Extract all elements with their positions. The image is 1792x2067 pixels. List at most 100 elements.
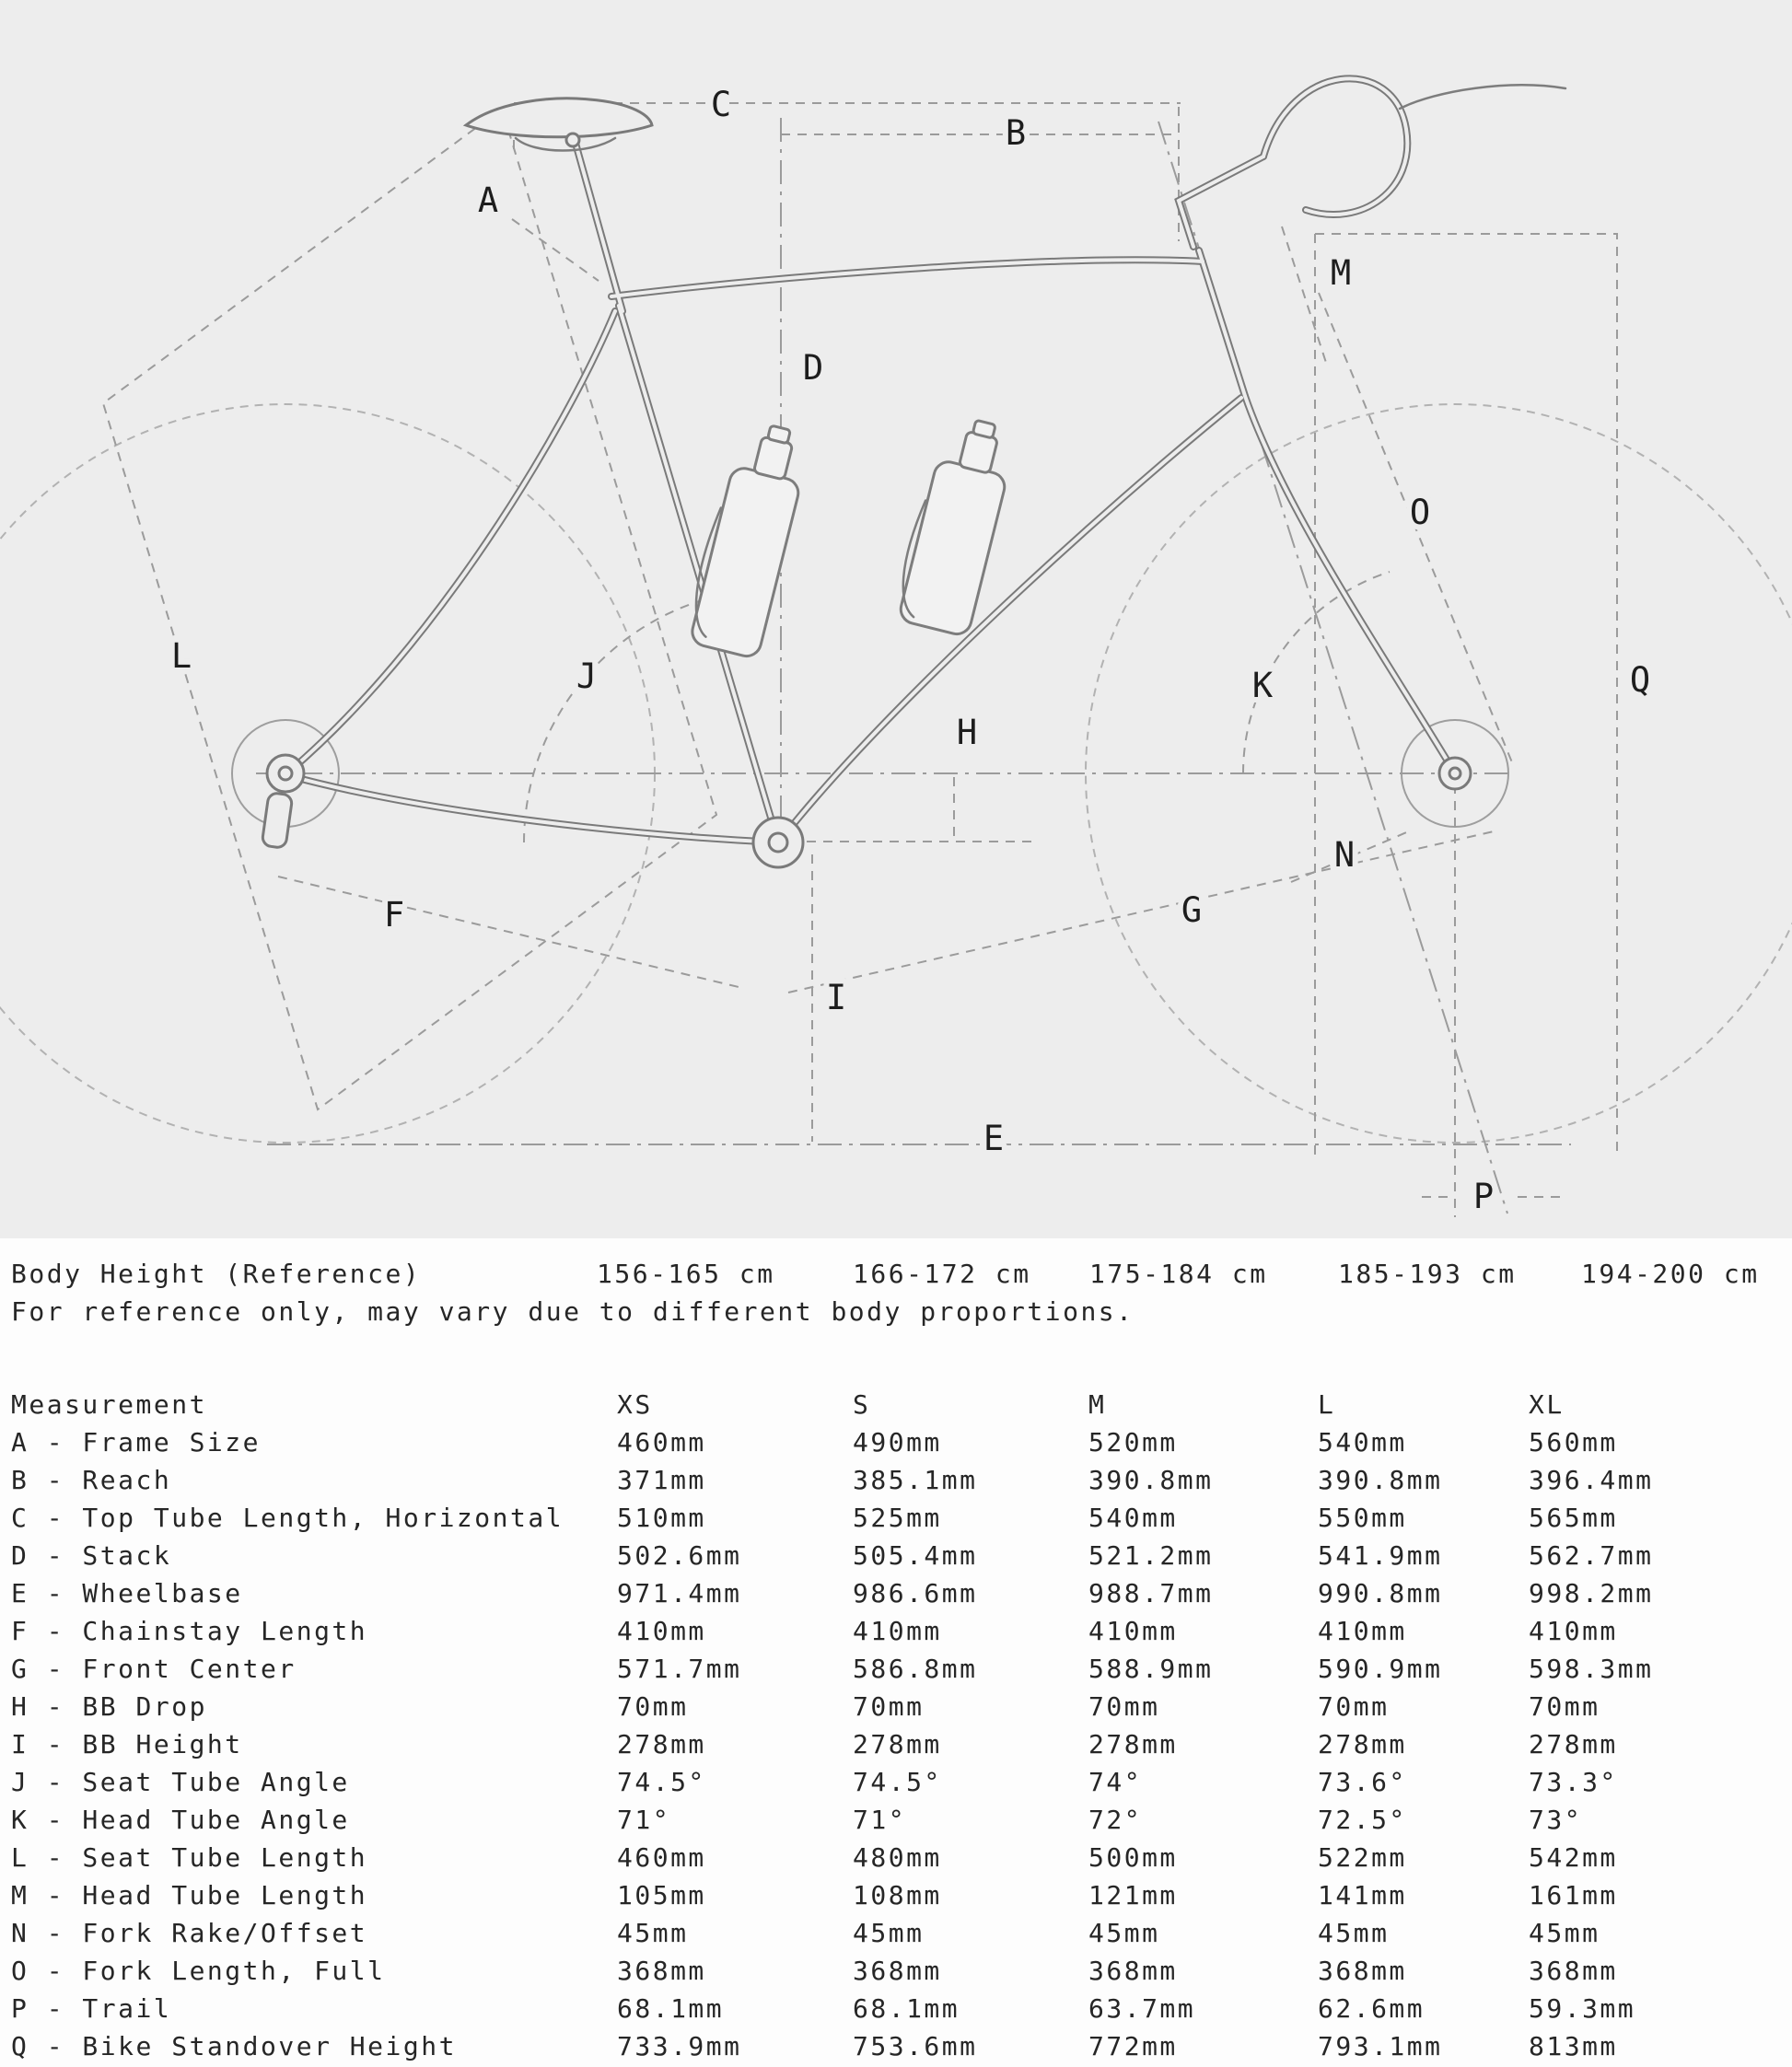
- measurement-value-xs: 105mm: [617, 1880, 706, 1910]
- body-height-label: Body Height (Reference): [11, 1259, 422, 1289]
- dim-label-i: I: [826, 978, 846, 1017]
- measurement-value-s: 410mm: [853, 1616, 942, 1646]
- measurement-value-l: 541.9mm: [1318, 1540, 1443, 1571]
- bike-frame: [287, 78, 1455, 842]
- front-dropout: [1437, 756, 1472, 791]
- table-row: C - Top Tube Length, Horizontal 510mm 52…: [11, 1499, 1781, 1537]
- measurement-value-l: 550mm: [1318, 1503, 1407, 1533]
- body-height-value-xl: 194-200 cm: [1581, 1259, 1760, 1289]
- measurement-label: O - Fork Length, Full: [11, 1956, 386, 1986]
- measurement-label: J - Seat Tube Angle: [11, 1767, 350, 1797]
- measurement-value-m: 988.7mm: [1088, 1578, 1214, 1608]
- measurement-value-xs: 368mm: [617, 1956, 706, 1986]
- measurement-value-s: 505.4mm: [853, 1540, 978, 1571]
- measurement-value-m: 521.2mm: [1088, 1540, 1214, 1571]
- column-header-l: L: [1318, 1389, 1336, 1420]
- measurement-value-l: 522mm: [1318, 1842, 1407, 1873]
- measurement-value-m: 63.7mm: [1088, 1993, 1196, 2024]
- table-row: F - Chainstay Length 410mm 410mm 410mm 4…: [11, 1612, 1781, 1650]
- measurement-label: G - Front Center: [11, 1654, 297, 1684]
- dim-label-p: P: [1473, 1177, 1494, 1216]
- measurement-value-xs: 460mm: [617, 1427, 706, 1457]
- dim-label-q: Q: [1630, 660, 1650, 700]
- measurement-value-s: 108mm: [853, 1880, 942, 1910]
- rear-dropout: [261, 753, 306, 849]
- measurement-label: D - Stack: [11, 1540, 172, 1571]
- measurement-value-xl: 161mm: [1529, 1880, 1618, 1910]
- measurement-value-xs: 460mm: [617, 1842, 706, 1873]
- bike-geometry-diagram: A B C D E F G H I J K L M N O P Q: [0, 0, 1792, 1238]
- measurement-value-xl: 560mm: [1529, 1427, 1618, 1457]
- measurement-value-m: 72°: [1088, 1805, 1143, 1835]
- measurement-value-m: 410mm: [1088, 1616, 1178, 1646]
- measurement-value-s: 480mm: [853, 1842, 942, 1873]
- dim-label-e: E: [983, 1119, 1004, 1158]
- measurement-value-s: 368mm: [853, 1956, 942, 1986]
- body-height-value-xs: 156-165 cm: [597, 1259, 775, 1289]
- measurement-value-s: 586.8mm: [853, 1654, 978, 1684]
- brake-cable: [1398, 84, 1567, 110]
- measurement-value-xs: 278mm: [617, 1729, 706, 1759]
- measurement-value-xl: 73°: [1529, 1805, 1583, 1835]
- measurement-value-m: 121mm: [1088, 1880, 1178, 1910]
- measurement-value-s: 385.1mm: [853, 1465, 978, 1495]
- measurement-value-xs: 410mm: [617, 1616, 706, 1646]
- table-row: H - BB Drop 70mm 70mm 70mm 70mm 70mm: [11, 1688, 1781, 1725]
- column-header-m: M: [1088, 1389, 1107, 1420]
- measurement-value-xl: 562.7mm: [1529, 1540, 1654, 1571]
- geometry-table-header: Measurement XS S M L XL: [11, 1386, 1781, 1423]
- measurement-label: B - Reach: [11, 1465, 172, 1495]
- measurement-value-xs: 571.7mm: [617, 1654, 742, 1684]
- measurement-value-m: 500mm: [1088, 1842, 1178, 1873]
- measurement-value-xl: 542mm: [1529, 1842, 1618, 1873]
- measurement-value-xl: 410mm: [1529, 1616, 1618, 1646]
- measurement-value-xs: 70mm: [617, 1691, 689, 1722]
- table-row: J - Seat Tube Angle 74.5° 74.5° 74° 73.6…: [11, 1763, 1781, 1801]
- measurement-value-l: 141mm: [1318, 1880, 1407, 1910]
- table-row: O - Fork Length, Full 368mm 368mm 368mm …: [11, 1952, 1781, 1990]
- measurement-label: N - Fork Rake/Offset: [11, 1918, 368, 1948]
- measurement-label: L - Seat Tube Length: [11, 1842, 368, 1873]
- measurement-value-l: 793.1mm: [1318, 2031, 1443, 2061]
- measurement-value-l: 73.6°: [1318, 1767, 1407, 1797]
- table-row: P - Trail 68.1mm 68.1mm 63.7mm 62.6mm 59…: [11, 1990, 1781, 2027]
- table-row: M - Head Tube Length 105mm 108mm 121mm 1…: [11, 1876, 1781, 1914]
- measurement-value-xl: 278mm: [1529, 1729, 1618, 1759]
- body-height-value-m: 175-184 cm: [1089, 1259, 1268, 1289]
- table-row: G - Front Center 571.7mm 586.8mm 588.9mm…: [11, 1650, 1781, 1688]
- measurement-value-xs: 71°: [617, 1805, 671, 1835]
- dim-label-g: G: [1181, 890, 1202, 930]
- table-row: D - Stack 502.6mm 505.4mm 521.2mm 541.9m…: [11, 1537, 1781, 1574]
- measurement-value-m: 520mm: [1088, 1427, 1178, 1457]
- dim-label-f: F: [384, 895, 404, 935]
- bottom-bracket: [751, 816, 805, 869]
- table-row: I - BB Height 278mm 278mm 278mm 278mm 27…: [11, 1725, 1781, 1763]
- table-row: B - Reach 371mm 385.1mm 390.8mm 390.8mm …: [11, 1461, 1781, 1499]
- geometry-table-rows: A - Frame Size 460mm 490mm 520mm 540mm 5…: [11, 1423, 1781, 2065]
- measurement-value-l: 410mm: [1318, 1616, 1407, 1646]
- water-bottle-down-tube: [899, 419, 1007, 636]
- dim-label-a: A: [478, 180, 498, 220]
- measurement-value-xs: 371mm: [617, 1465, 706, 1495]
- dim-label-j: J: [576, 656, 597, 696]
- bike-frame-highlight: [285, 76, 1457, 844]
- measurement-label: H - BB Drop: [11, 1691, 207, 1722]
- measurement-label: M - Head Tube Length: [11, 1880, 368, 1910]
- measurement-value-s: 71°: [853, 1805, 907, 1835]
- geometry-table: Measurement XS S M L XL A - Frame Size 4…: [11, 1386, 1781, 2065]
- body-height-value-l: 185-193 cm: [1338, 1259, 1517, 1289]
- column-header-s: S: [853, 1389, 871, 1420]
- measurement-value-xl: 59.3mm: [1529, 1993, 1636, 2024]
- column-header-measurement: Measurement: [11, 1389, 207, 1420]
- measurement-label: K - Head Tube Angle: [11, 1805, 350, 1835]
- table-row: A - Frame Size 460mm 490mm 520mm 540mm 5…: [11, 1423, 1781, 1461]
- measurement-value-s: 525mm: [853, 1503, 942, 1533]
- dim-label-h: H: [957, 713, 977, 752]
- measurement-value-m: 45mm: [1088, 1918, 1160, 1948]
- body-height-row: Body Height (Reference) 156-165 cm 166-1…: [11, 1255, 1781, 1293]
- measurement-value-l: 72.5°: [1318, 1805, 1407, 1835]
- dim-label-b: B: [1006, 113, 1026, 153]
- measurement-label: F - Chainstay Length: [11, 1616, 368, 1646]
- measurement-value-s: 986.6mm: [853, 1578, 978, 1608]
